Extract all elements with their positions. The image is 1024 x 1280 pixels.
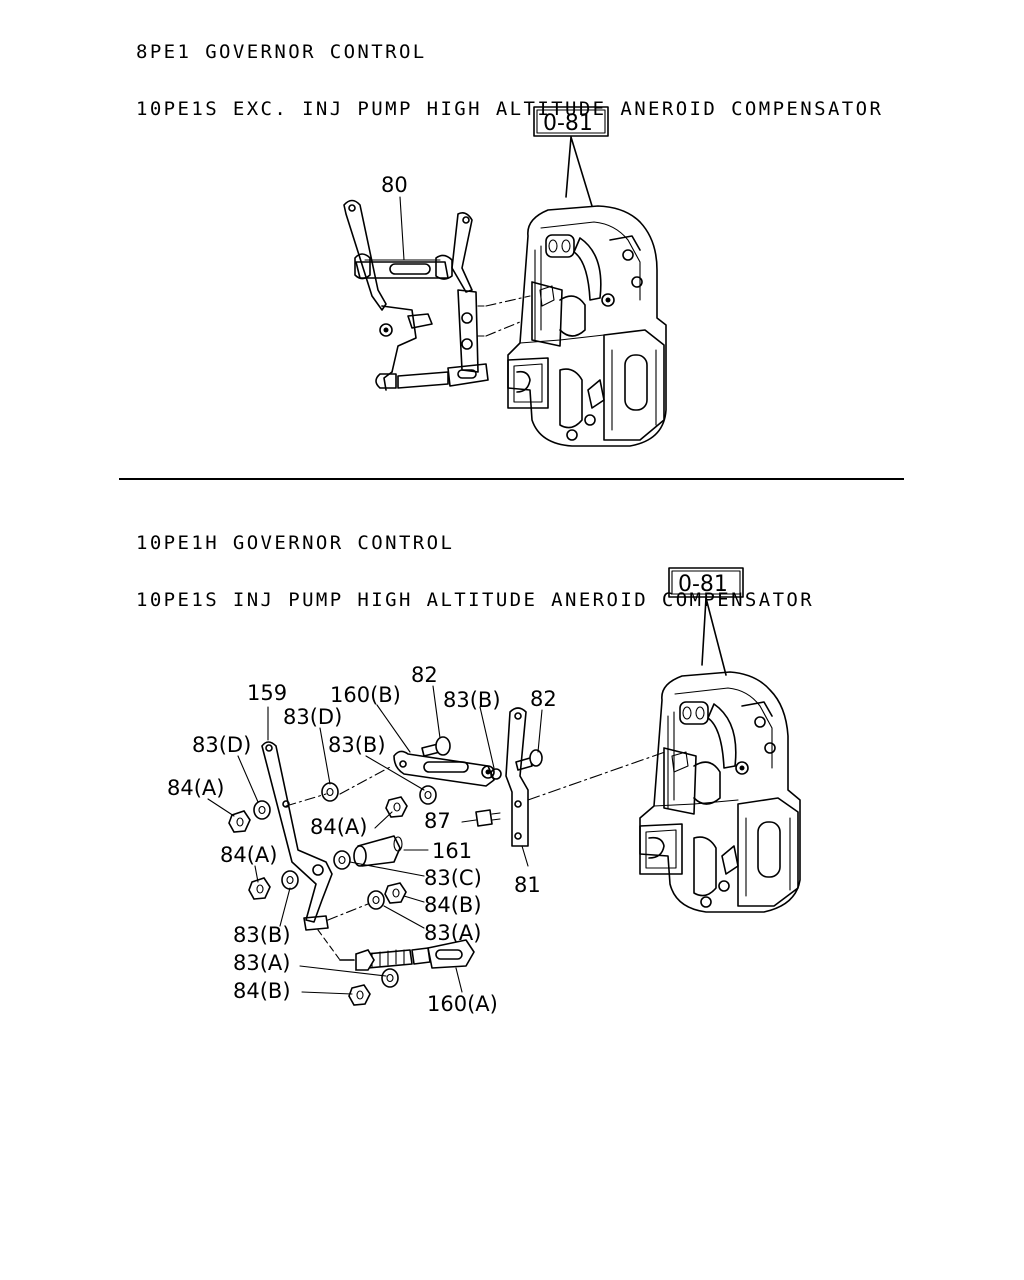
callout-83c: 83(C) — [424, 866, 482, 890]
spacer-161[interactable] — [353, 835, 403, 867]
reference-box-top-label: 0-81 — [543, 111, 593, 136]
callout-159: 159 — [247, 681, 287, 705]
bolt-82-b[interactable] — [515, 749, 543, 771]
callout-83b-mid: 83(B) — [328, 733, 386, 757]
washer-83d-upper[interactable] — [321, 782, 339, 802]
callout-83a-upper: 83(A) — [424, 921, 481, 945]
lever-159[interactable] — [261, 741, 341, 961]
callout-82-right: 82 — [530, 687, 557, 711]
washer-83c[interactable] — [333, 850, 351, 870]
callout-160b: 160(B) — [330, 683, 401, 707]
lever-160b[interactable] — [393, 750, 502, 787]
callout-80: 80 — [381, 173, 408, 197]
section-1-title-line-2: 10PE1S EXC. INJ PUMP HIGH ALTITUDE ANERO… — [136, 98, 884, 120]
callout-83b-lower: 83(B) — [233, 923, 291, 947]
callout-83b-top: 83(B) — [443, 688, 501, 712]
lever-160a[interactable] — [427, 939, 475, 969]
callout-82-left: 82 — [411, 663, 438, 687]
section-2-diagram: 0-81 — [167, 567, 801, 1016]
linkage-assembly-top[interactable] — [343, 199, 531, 391]
governor-housing-top — [507, 205, 667, 447]
washer-83b-lower[interactable] — [281, 870, 299, 890]
callout-84b-upper: 84(B) — [424, 893, 482, 917]
callout-84a-lower: 84(A) — [220, 843, 277, 867]
callout-83d-lower: 83(D) — [192, 733, 251, 757]
reference-box-bottom[interactable]: 0-81 — [668, 567, 744, 598]
callout-87: 87 — [424, 809, 451, 833]
section-2-title: 10PE1H GOVERNOR CONTROL 10PE1S INJ PUMP … — [136, 496, 814, 648]
callout-83a-lower: 83(A) — [233, 951, 290, 975]
section-1-title: 8PE1 GOVERNOR CONTROL 10PE1S EXC. INJ PU… — [136, 5, 883, 157]
callout-84a-mid: 84(A) — [310, 815, 367, 839]
section-2-title-line-1: 10PE1H GOVERNOR CONTROL — [136, 532, 455, 554]
stop-bolt-assembly[interactable] — [339, 947, 431, 971]
callout-160a: 160(A) — [427, 992, 498, 1016]
washer-83a-upper[interactable] — [367, 890, 385, 910]
washer-83d-lower[interactable] — [253, 800, 271, 820]
callout-84a-upper: 84(A) — [167, 776, 224, 800]
section-1-diagram: 0-81 — [343, 106, 667, 447]
bracket-81[interactable] — [505, 707, 666, 847]
nut-84b-upper[interactable] — [384, 882, 407, 904]
governor-housing-bottom — [639, 671, 801, 913]
nut-84b-lower[interactable] — [348, 984, 371, 1006]
washer-83a-lower[interactable] — [381, 968, 399, 988]
reference-box-bottom-label: 0-81 — [678, 572, 728, 597]
bolt-87[interactable] — [475, 809, 501, 827]
callout-161: 161 — [432, 839, 472, 863]
reference-box-top[interactable]: 0-81 — [533, 106, 609, 137]
callout-81: 81 — [514, 873, 541, 897]
bolt-82-a[interactable] — [421, 736, 451, 757]
callout-84b-lower: 84(B) — [233, 979, 291, 1003]
nut-84a-lower[interactable] — [248, 877, 271, 900]
section-1-title-line-1: 8PE1 GOVERNOR CONTROL — [136, 41, 427, 63]
callout-83d-upper: 83(D) — [283, 705, 342, 729]
section-divider — [119, 478, 904, 480]
leader-lines — [207, 685, 543, 995]
section-2-title-line-2: 10PE1S INJ PUMP HIGH ALTITUDE ANEROID CO… — [136, 589, 815, 611]
